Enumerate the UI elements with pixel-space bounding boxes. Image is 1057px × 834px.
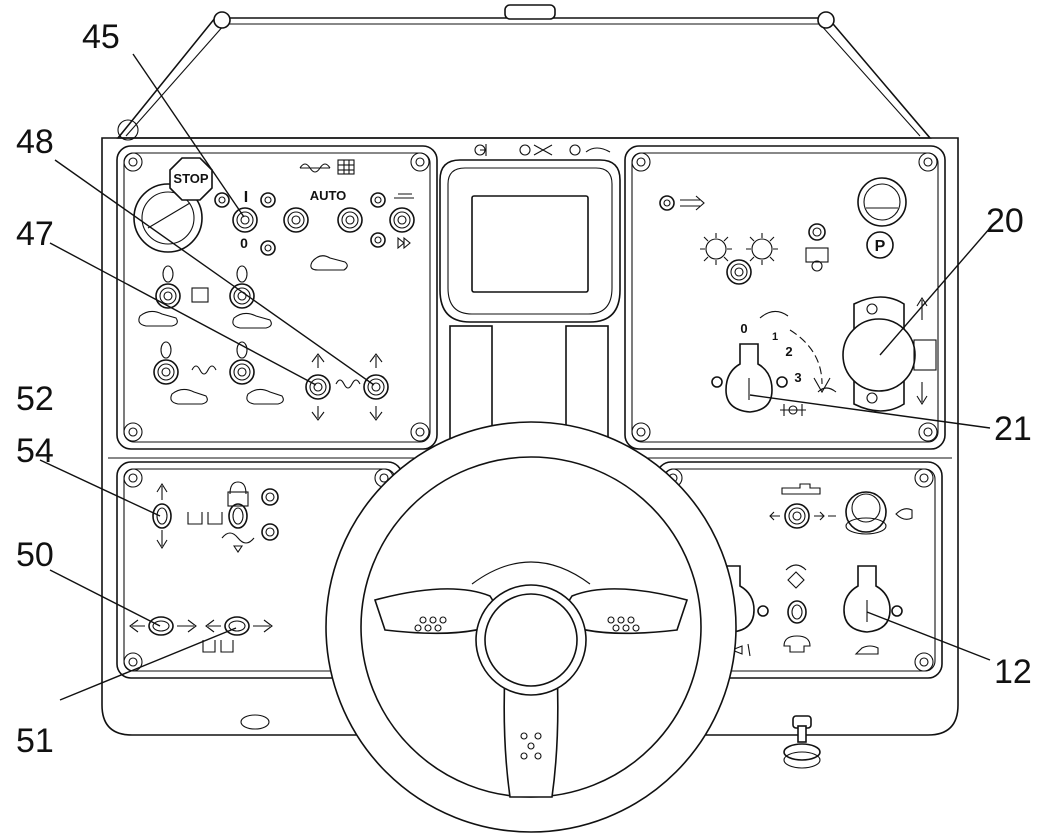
hand-icon (246, 388, 284, 405)
lift-switch-54[interactable] (152, 482, 172, 550)
indicator-lamp (261, 523, 279, 541)
hand-icon (170, 388, 208, 405)
indicator-lamp (711, 376, 723, 388)
turn-signal-right-icon (746, 233, 778, 265)
speed-2-label: 2 (785, 344, 792, 359)
display-module (439, 144, 621, 449)
adjustment-knob[interactable] (783, 715, 821, 769)
callout-12: 12 (994, 653, 1032, 691)
off-label: 0 (240, 235, 248, 251)
auger-icon (335, 379, 361, 389)
horn-pad-left-dots (414, 616, 447, 632)
width-icon (781, 483, 821, 495)
indicator-lamp (757, 605, 769, 617)
side-shift-switch-50[interactable] (129, 616, 197, 636)
crab-steer-icon (783, 635, 811, 653)
width-switch[interactable] (769, 503, 836, 529)
seat-icon (805, 247, 829, 263)
rotary-key-12[interactable] (843, 565, 891, 633)
rotary-selector-20[interactable] (842, 296, 937, 412)
left-rear-controls (138, 265, 389, 421)
brush-icon (854, 645, 879, 655)
turn-signal-left-icon (700, 233, 732, 265)
direction-icon (730, 643, 751, 657)
callout-54: 54 (16, 432, 54, 470)
callout-45: 45 (82, 18, 120, 56)
toggle-switch[interactable] (155, 283, 181, 309)
spoke-dots (520, 732, 542, 760)
ignition-key[interactable] (725, 343, 773, 413)
axle-icon (780, 404, 806, 416)
auger-icon (191, 365, 217, 375)
callout-52: 52 (16, 380, 54, 418)
callout-50: 50 (16, 536, 54, 574)
parking-brake-icon: P (866, 231, 894, 259)
display-screen[interactable] (471, 195, 589, 293)
panel-upper-left: STOP I 0 AUTO (116, 145, 438, 450)
indicator-lamp (260, 240, 276, 256)
auger-conveyor-icon (299, 159, 355, 175)
float-icon (202, 640, 234, 653)
callout-47: 47 (16, 215, 54, 253)
callout-20: 20 (986, 202, 1024, 240)
hand-icon (310, 255, 348, 271)
spray-icon (394, 193, 414, 199)
indicator-lamp (370, 232, 386, 248)
callout-51: 51 (16, 722, 54, 760)
hand-icon (232, 312, 272, 329)
speed-1-label: 1 (772, 331, 778, 343)
toggle-switch[interactable] (153, 359, 179, 385)
indicator-lamp (659, 195, 675, 211)
auger-height-switch-left[interactable] (305, 353, 331, 421)
toggle-switch[interactable] (337, 207, 363, 233)
turtle-icon (759, 310, 789, 319)
on-label: I (244, 189, 248, 206)
toggle-switch[interactable] (389, 207, 415, 233)
indicator-lamp (214, 192, 230, 208)
hand-icon (138, 310, 178, 327)
auto-label: AUTO (310, 188, 347, 203)
indicator-lamp (370, 192, 386, 208)
rabbit-icon (817, 387, 837, 393)
indicator-lamp (776, 376, 788, 388)
toggle-switch[interactable] (229, 359, 255, 385)
parking-label: P (875, 238, 886, 255)
callout-48: 48 (16, 123, 54, 161)
top-housing (116, 4, 932, 141)
indicator-lamp (260, 192, 276, 208)
toggle-switch[interactable] (229, 283, 255, 309)
auger-height-switch-right[interactable] (363, 353, 389, 421)
turn-signal-switch[interactable] (726, 259, 752, 285)
panel-upper-right: P 0 1 2 3 (624, 145, 946, 450)
transport-icon (680, 195, 705, 211)
horn-button[interactable] (845, 491, 887, 535)
stop-label: STOP (173, 171, 208, 186)
steering-mode-icon (785, 564, 807, 589)
steering-wheel[interactable] (325, 421, 737, 833)
leader-lines (39, 53, 991, 701)
float-icon (187, 512, 223, 525)
emergency-stop-button[interactable] (857, 177, 907, 227)
on-off-switch[interactable] (232, 207, 258, 233)
indicator-lamp (891, 605, 903, 617)
stop-button[interactable]: STOP (133, 157, 213, 253)
fast-forward-icon (397, 236, 411, 250)
conveyor-icon (191, 287, 209, 303)
side-shift-switch-51[interactable] (205, 616, 273, 636)
horn-pad-right-dots (607, 616, 640, 632)
lock-switch[interactable] (221, 481, 255, 553)
toggle-switch[interactable] (283, 207, 309, 233)
speed-0-label: 0 (740, 321, 747, 336)
speed-3-label: 3 (794, 370, 801, 385)
indicator-lamp (808, 223, 826, 241)
callout-21: 21 (994, 410, 1032, 448)
horn-icon (895, 508, 913, 520)
callout-numbers: 45 48 47 52 54 50 51 20 21 12 (16, 18, 1032, 760)
indicator-lamp (261, 488, 279, 506)
steering-mode-switch[interactable] (787, 600, 807, 624)
